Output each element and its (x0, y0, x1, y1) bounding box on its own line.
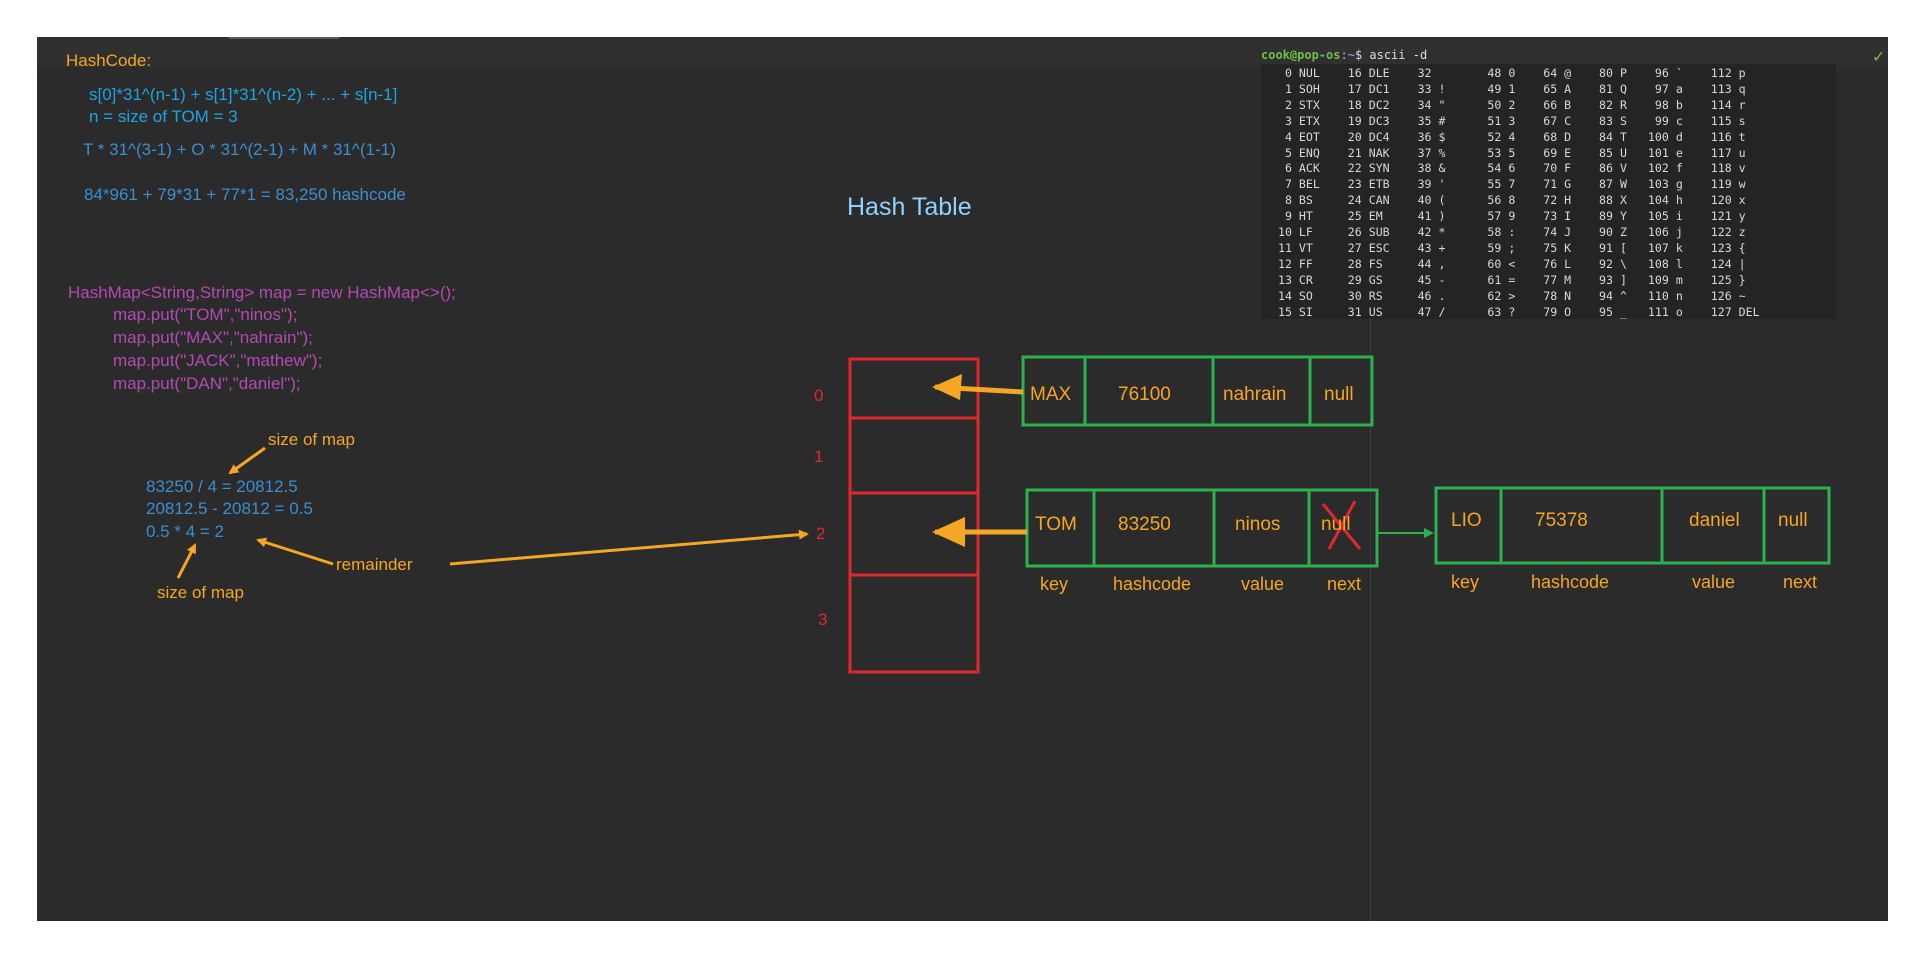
index-calc-line: 0.5 * 4 = 2 (146, 522, 224, 541)
terminal-path: :~ (1340, 48, 1355, 62)
code-put-line: map.put("DAN","daniel"); (113, 374, 301, 393)
ascii-row: 5 ENQ 21 NAK 37 % 53 5 69 E 85 U 101 e 1… (1271, 145, 1746, 160)
ascii-row: 7 BEL 23 ETB 39 ' 55 7 71 G 87 W 103 g 1… (1271, 177, 1746, 192)
field-label-hashcode: hashcode (1113, 574, 1192, 594)
node-max-key: MAX (1030, 384, 1072, 405)
field-label-key: key (1451, 572, 1480, 592)
bucket-array (848, 357, 980, 674)
ascii-row: 6 ACK 22 SYN 38 & 54 6 70 F 86 V 102 f 1… (1271, 161, 1746, 176)
node-max-next: null (1324, 384, 1354, 405)
ascii-table: 0 NUL 16 DLE 32 48 0 64 @ 80 P 96 ` 112 … (1271, 66, 1760, 321)
node-max-outline (1021, 355, 1374, 427)
node-max-value: nahrain (1223, 384, 1287, 405)
field-label-key: key (1040, 574, 1069, 594)
ascii-row: 2 STX 18 DC2 34 " 50 2 66 B 82 R 98 b 11… (1271, 97, 1746, 112)
node-lio (1434, 486, 1831, 565)
cross-out-mark (1327, 500, 1357, 550)
node-tom-hash: 83250 (1118, 514, 1171, 535)
node-tom-outline (1025, 488, 1379, 568)
index-calc-line: 20812.5 - 20812 = 0.5 (146, 499, 313, 518)
divider-line (1370, 64, 1371, 921)
field-label-next: next (1327, 574, 1362, 594)
node-lio-value: daniel (1689, 510, 1740, 531)
bucket-array-outline (848, 357, 980, 674)
hashcode-title: HashCode: (66, 51, 152, 70)
ascii-row: 1 SOH 17 DC1 33 ! 49 1 65 A 81 Q 97 a 11… (1271, 81, 1746, 96)
code-put-line: map.put("TOM","ninos"); (113, 305, 298, 324)
bucket-index-3: 3 (818, 610, 828, 629)
arrow-head (932, 517, 965, 547)
ascii-row: 12 FF 28 FS 44 , 60 < 76 L 92 \ 108 l 12… (1271, 256, 1746, 271)
terminal-output-panel (1261, 64, 1836, 319)
node-max (1021, 355, 1374, 427)
arrow-remainder (256, 537, 334, 566)
hashcode-expansion: T * 31^(3-1) + O * 31^(2-1) + M * 31^(1-… (83, 140, 396, 159)
node-tom (1025, 488, 1379, 568)
ascii-row: 3 ETX 19 DC3 35 # 51 3 67 C 83 S 99 c 11… (1271, 113, 1746, 128)
node-lio-outline (1434, 486, 1831, 565)
bucket-index-1: 1 (814, 447, 824, 466)
remainder-label: remainder (336, 555, 413, 574)
arrow-head (932, 374, 962, 400)
hash-table-diagram (176, 355, 1831, 674)
size-of-map-label-top: size of map (268, 430, 355, 449)
size-of-map-label-bottom: size of map (157, 583, 244, 602)
ascii-row: 10 LF 26 SUB 42 * 58 : 74 J 90 Z 106 j 1… (1271, 225, 1746, 240)
index-calc-line: 83250 / 4 = 20812.5 (146, 477, 298, 496)
tab-indicator (229, 37, 339, 39)
node-max-hash: 76100 (1118, 384, 1171, 405)
field-label-next: next (1783, 572, 1818, 592)
node-tom-key: TOM (1035, 514, 1077, 535)
bucket-index-0: 0 (814, 386, 824, 405)
ascii-row: 0 NUL 16 DLE 32 48 0 64 @ 80 P 96 ` 112 … (1271, 66, 1746, 80)
node-tom-next: null (1321, 514, 1351, 535)
arrow-remainder-to-bucket (449, 529, 809, 566)
check-icon: ✓ (1872, 47, 1886, 66)
node-tom-value: ninos (1235, 514, 1281, 535)
node-lio-key: LIO (1451, 510, 1482, 531)
field-label-value: value (1692, 572, 1736, 592)
hashcode-result: 84*961 + 79*31 + 77*1 = 83,250 hashcode (84, 185, 406, 204)
ascii-row: 14 SO 30 RS 46 . 62 > 78 N 94 ^ 110 n 12… (1271, 288, 1746, 303)
hashcode-formula: s[0]*31^(n-1) + s[1]*31^(n-2) + ... + s[… (89, 85, 398, 104)
node-lio-hash: 75378 (1535, 510, 1588, 531)
terminal-prompt: cook@pop-os:~$ ascii -d (1261, 48, 1427, 62)
ascii-row: 4 EOT 20 DC4 36 $ 52 4 68 D 84 T 100 d 1… (1271, 129, 1746, 144)
ascii-row: 9 HT 25 EM 41 ) 57 9 73 I 89 Y 105 i 121… (1271, 209, 1746, 224)
code-put-line: map.put("JACK","mathew"); (113, 351, 323, 370)
ascii-row: 8 BS 24 CAN 40 ( 56 8 72 H 88 X 104 h 12… (1271, 193, 1746, 208)
ascii-row: 15 SI 31 US 47 / 63 ? 79 O 95 _ 111 o 12… (1271, 304, 1760, 319)
whiteboard-canvas: HashCode: s[0]*31^(n-1) + s[1]*31^(n-2) … (37, 37, 1888, 921)
code-declaration: HashMap<String,String> map = new HashMap… (68, 283, 456, 302)
arrow-size-bottom (176, 543, 197, 579)
terminal-command: $ ascii -d (1354, 48, 1428, 62)
bucket-index-2: 2 (816, 524, 826, 543)
canvas-top-strip (37, 37, 1888, 67)
ascii-row: 13 CR 29 GS 45 - 61 = 77 M 93 ] 109 m 12… (1271, 272, 1746, 287)
field-label-value: value (1241, 574, 1285, 594)
hash-table-title: Hash Table (847, 193, 972, 221)
terminal-user: cook@pop-os (1261, 48, 1341, 62)
hashcode-n-line: n = size of TOM = 3 (89, 107, 238, 126)
ascii-row: 11 VT 27 ESC 43 + 59 ; 75 K 91 [ 107 k 1… (1271, 240, 1746, 255)
node-lio-next: null (1778, 510, 1808, 531)
field-label-hashcode: hashcode (1531, 572, 1610, 592)
arrow-size-top (228, 446, 266, 475)
code-put-line: map.put("MAX","nahrain"); (113, 328, 313, 347)
